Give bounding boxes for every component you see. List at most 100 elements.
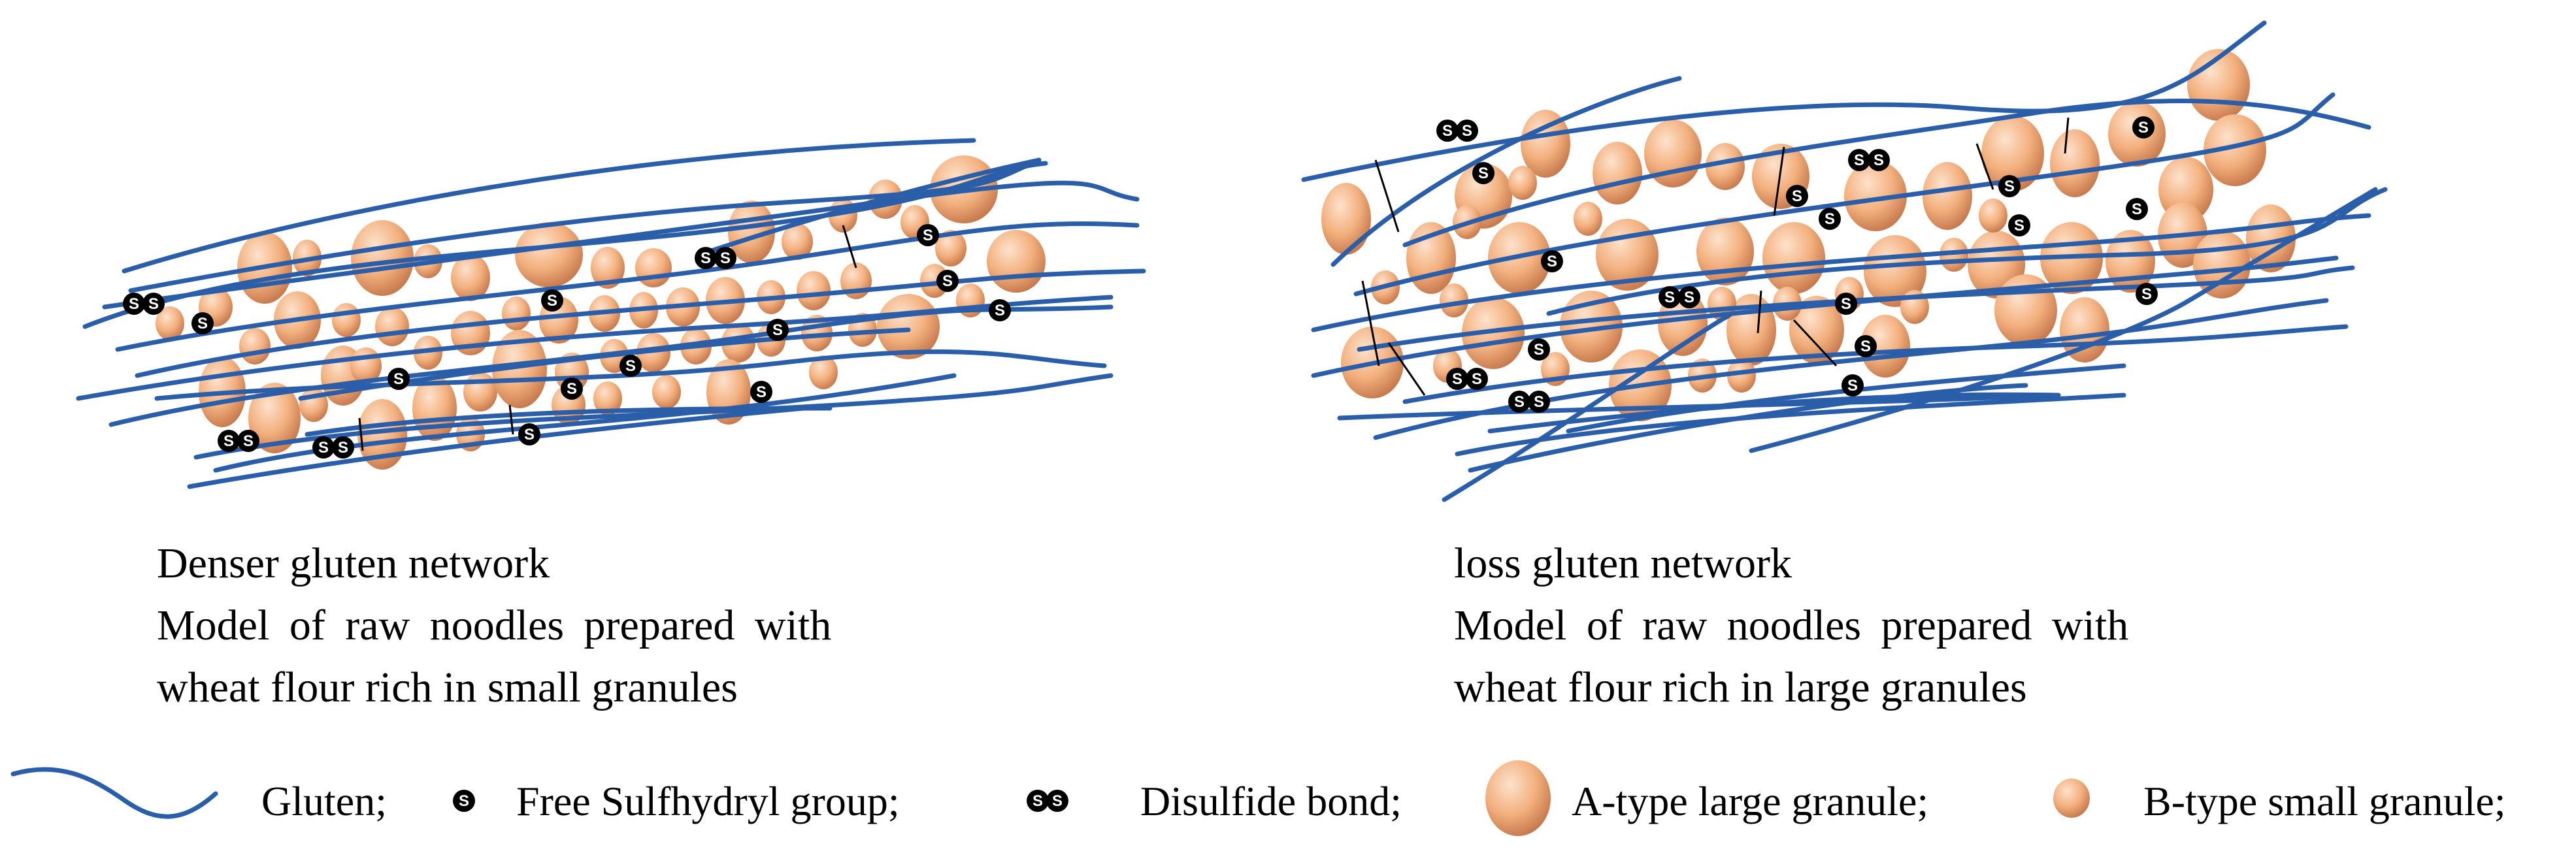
granule <box>239 328 271 364</box>
svg-text:S: S <box>1860 338 1871 355</box>
svg-text:S: S <box>1032 792 1043 810</box>
free-sulfhydryl-symbol: S <box>1855 335 1877 357</box>
free-sulfhydryl-symbol: S <box>388 368 410 390</box>
free-sulfhydryl-symbol: S <box>1819 208 1841 230</box>
free-sulfhydryl-symbol: S <box>767 319 789 341</box>
legend-label-disulfide: Disulfide bond; <box>1140 778 1402 824</box>
granule <box>1406 222 1456 294</box>
svg-text:S: S <box>1874 152 1884 169</box>
svg-text:S: S <box>1052 792 1063 810</box>
granule <box>492 330 547 408</box>
svg-text:S: S <box>1514 393 1525 411</box>
gluten-strand <box>1546 187 2388 316</box>
svg-text:S: S <box>393 370 404 388</box>
gluten-strand <box>128 157 1042 293</box>
granule <box>1923 162 1972 230</box>
gluten-strand <box>76 295 1114 401</box>
granule <box>2246 204 2296 272</box>
gluten-strand <box>213 373 957 473</box>
free-sulfhydryl-symbol: S <box>989 299 1011 321</box>
granule <box>987 230 1046 293</box>
granule <box>635 248 672 287</box>
svg-text:S: S <box>1841 295 1851 313</box>
granule <box>1321 183 1371 255</box>
granule <box>1864 235 1926 307</box>
svg-text:S: S <box>1547 253 1557 270</box>
free-sulfhydryl-symbol: S <box>619 355 642 377</box>
gluten-strand <box>1402 324 2349 404</box>
svg-text:S: S <box>1664 289 1675 306</box>
svg-text:S: S <box>223 432 234 450</box>
crosslink-line <box>1374 159 1400 233</box>
svg-text:S: S <box>1684 289 1694 306</box>
granule <box>1789 296 1844 364</box>
left-caption-line: Model of raw noodles prepared with <box>157 602 832 649</box>
gluten-strand <box>115 221 1140 352</box>
svg-text:S: S <box>1534 393 1544 411</box>
gluten-strand <box>1442 311 1734 502</box>
svg-text:S: S <box>1825 210 1835 228</box>
granule <box>877 294 940 359</box>
free-sulfhydryl-symbol: S <box>2132 116 2155 138</box>
svg-text:S: S <box>772 321 783 339</box>
svg-text:S: S <box>625 357 636 375</box>
gluten-strand <box>1749 187 2378 453</box>
free-sulfhydryl-symbol: S <box>1998 175 2021 197</box>
granule <box>1574 202 1602 236</box>
free-sulfhydryl-symbol: S <box>191 312 214 334</box>
right-caption-line: loss gluten network <box>1454 540 1792 587</box>
granule <box>463 372 497 411</box>
crosslink-line <box>1361 280 1380 366</box>
svg-text:S: S <box>2138 119 2149 137</box>
left-caption-line: wheat flour rich in small granules <box>157 664 738 711</box>
gluten-strand <box>1330 76 1682 267</box>
free-sulfhydryl-symbol: S <box>1786 185 1808 207</box>
svg-text:S: S <box>547 292 557 310</box>
svg-text:S: S <box>995 302 1005 319</box>
granule <box>797 271 831 310</box>
granule <box>156 306 184 340</box>
granule <box>1440 283 1468 317</box>
crosslink-line <box>1792 319 1838 367</box>
svg-text:S: S <box>756 383 767 401</box>
granule <box>1596 219 1659 291</box>
svg-text:S: S <box>701 250 711 267</box>
granule <box>502 297 531 331</box>
granule <box>593 381 622 415</box>
granule <box>652 375 681 409</box>
svg-text:S: S <box>318 439 329 457</box>
granule <box>351 220 414 296</box>
svg-text:S: S <box>2014 217 2024 234</box>
gluten-strand <box>1337 393 2061 421</box>
crosslink-line <box>1757 290 1762 334</box>
free-sulfhydryl-symbol: S <box>917 224 939 246</box>
granule <box>515 222 583 287</box>
legend-label-gluten: Gluten; <box>261 778 387 824</box>
svg-text:S: S <box>1792 187 1802 205</box>
svg-text:S: S <box>1462 122 1472 140</box>
free-sulfhydryl-symbol: S <box>750 381 772 403</box>
gluten-strand <box>1311 213 2371 332</box>
svg-text:S: S <box>243 432 254 450</box>
legend-label-small-granule: B-type small granule; <box>2143 778 2506 824</box>
svg-text:S: S <box>2132 201 2142 218</box>
svg-text:S: S <box>1452 370 1462 388</box>
gluten-strand <box>1487 392 2061 434</box>
granule <box>1762 222 1825 294</box>
free-sulfhydryl-symbol: S <box>936 270 959 292</box>
granule <box>2193 231 2251 298</box>
legend-label-large-granule: A-type large granule; <box>1572 778 1929 824</box>
svg-text:S: S <box>1442 122 1453 140</box>
granule <box>1844 161 1907 231</box>
svg-text:S: S <box>197 315 208 332</box>
granule <box>1981 116 2044 191</box>
gluten-strand <box>187 406 806 489</box>
svg-text:S: S <box>923 227 933 244</box>
